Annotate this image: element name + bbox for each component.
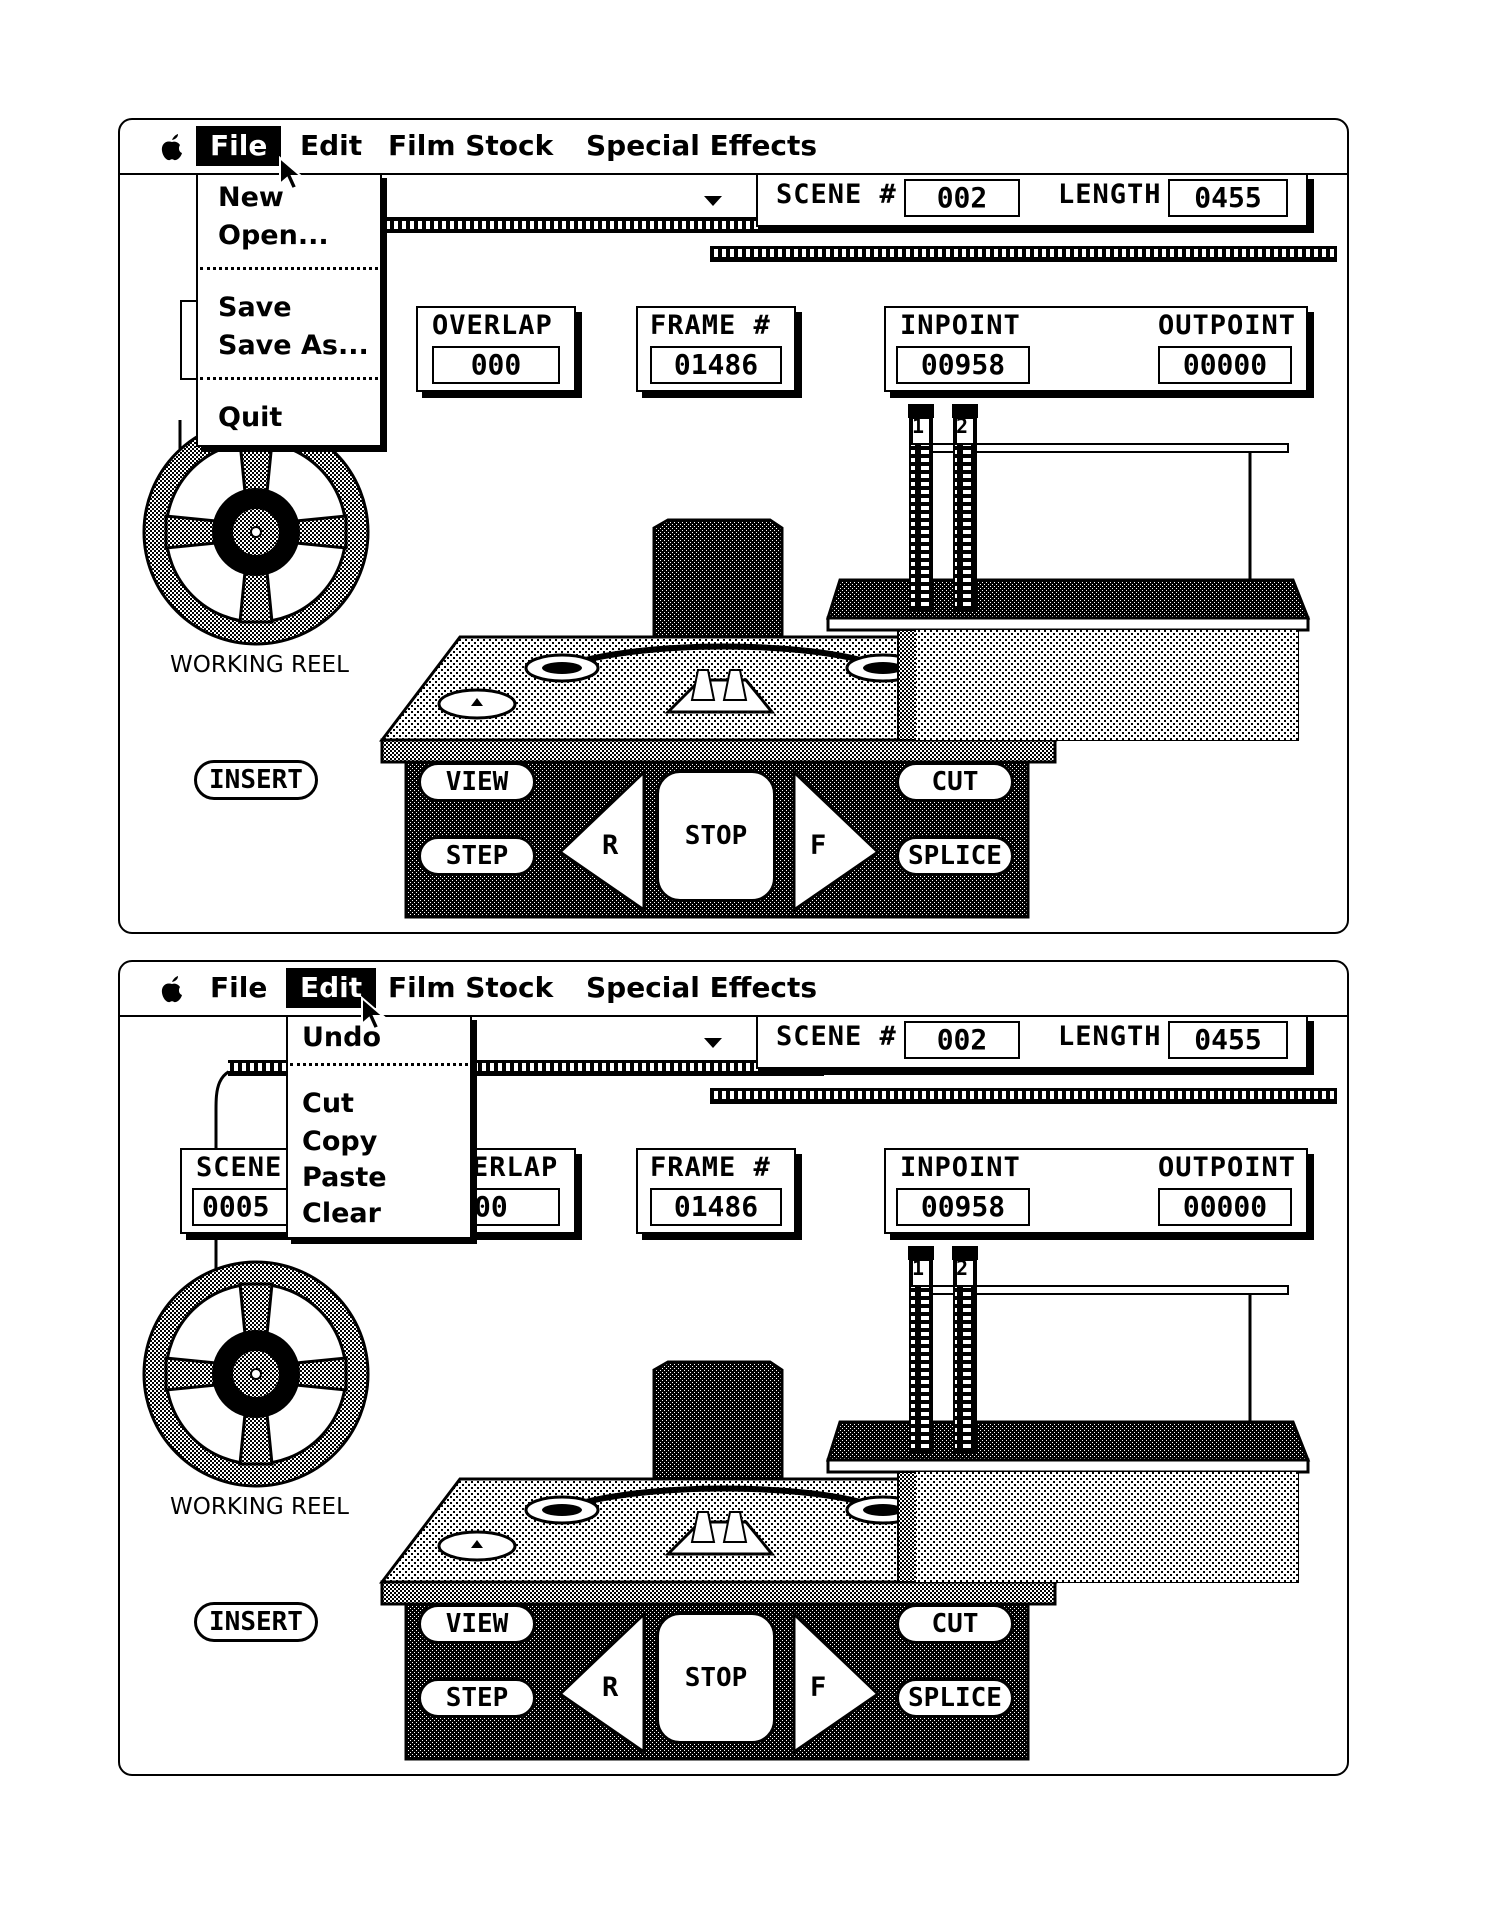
cut-button[interactable]: CUT — [896, 762, 1014, 802]
bin-clip-2-label: 2 — [956, 414, 970, 438]
menu-file[interactable]: File — [196, 126, 282, 166]
mouse-pointer-icon — [361, 996, 386, 1031]
splice-button[interactable]: SPLICE — [896, 836, 1014, 876]
menu-item-clear[interactable]: Clear — [302, 1198, 381, 1229]
film-chooser-dropdown-arrow[interactable] — [704, 196, 722, 206]
editor-window-file-menu: File Edit Film Stock Special Effects New… — [118, 118, 1349, 934]
inpoint-field[interactable]: 00958 — [896, 1188, 1030, 1226]
overlap-field[interactable]: 00 — [470, 1188, 560, 1226]
menu-item-save[interactable]: Save — [218, 292, 292, 323]
outpoint-label: OUTPOINT — [1158, 1152, 1297, 1183]
menu-separator — [290, 1063, 468, 1066]
outpoint-field[interactable]: 00000 — [1158, 1188, 1292, 1226]
step-button[interactable]: STEP — [418, 836, 536, 876]
menu-item-quit[interactable]: Quit — [218, 402, 283, 433]
length-label: LENGTH — [1058, 1021, 1162, 1052]
menu-item-copy[interactable]: Copy — [302, 1126, 378, 1157]
menu-item-undo[interactable]: Undo — [302, 1022, 382, 1053]
working-reel-graphic — [142, 1260, 370, 1488]
menu-film-stock[interactable]: Film Stock — [388, 971, 554, 1004]
scene-label: SCENE # — [776, 179, 897, 210]
view-button[interactable]: VIEW — [418, 1604, 536, 1644]
scene-left-panel: SCENE 0005 — [180, 1148, 314, 1234]
stop-button[interactable]: STOP — [656, 770, 776, 902]
inpoint-field[interactable]: 00958 — [896, 346, 1030, 384]
apple-menu-icon[interactable] — [160, 132, 184, 162]
outpoint-field[interactable]: 00000 — [1158, 346, 1292, 384]
menu-separator — [200, 377, 378, 380]
scene-length-panel: SCENE # 002 LENGTH 0455 — [756, 173, 1308, 227]
bin-clip-1-label: 1 — [912, 1256, 926, 1280]
in-out-point-panel: INPOINT 00958 OUTPOINT 00000 — [884, 1148, 1308, 1234]
menu-item-new[interactable]: New — [218, 182, 284, 213]
overlap-label: ERLAP — [472, 1152, 559, 1183]
length-field[interactable]: 0455 — [1168, 179, 1288, 217]
film-strip-right — [710, 246, 1337, 262]
scene-left-label: SCENE — [196, 1152, 283, 1183]
menu-special-effects[interactable]: Special Effects — [586, 129, 818, 162]
inpoint-label: INPOINT — [900, 1152, 1021, 1183]
view-button[interactable]: VIEW — [418, 762, 536, 802]
overlap-panel: ERLAP 00 — [470, 1148, 576, 1234]
scene-length-panel: SCENE # 002 LENGTH 0455 — [756, 1015, 1308, 1069]
apple-menu-icon[interactable] — [160, 974, 184, 1004]
overlap-label: OVERLAP — [432, 310, 553, 341]
film-strip-right — [710, 1088, 1337, 1104]
stop-button[interactable]: STOP — [656, 1612, 776, 1744]
frame-label: FRAME # — [650, 1152, 771, 1183]
menu-film-stock[interactable]: Film Stock — [388, 129, 554, 162]
inpoint-label: INPOINT — [900, 310, 1021, 341]
scene-label: SCENE # — [776, 1021, 897, 1052]
frame-panel: FRAME # 01486 — [636, 1148, 796, 1234]
outpoint-label: OUTPOINT — [1158, 310, 1297, 341]
film-chooser-dropdown-arrow[interactable] — [704, 1038, 722, 1048]
length-label: LENGTH — [1058, 179, 1162, 210]
menu-special-effects[interactable]: Special Effects — [586, 971, 818, 1004]
bin-clip-2-label: 2 — [956, 1256, 970, 1280]
frame-number-field[interactable]: 01486 — [650, 346, 782, 384]
menu-file[interactable]: File — [210, 971, 268, 1004]
film-strip-top — [308, 217, 818, 233]
in-out-point-panel: INPOINT 00958 OUTPOINT 00000 — [884, 306, 1308, 392]
frame-number-field[interactable]: 01486 — [650, 1188, 782, 1226]
insert-button[interactable]: INSERT — [194, 760, 318, 800]
file-dropdown-menu: New Open... Save Save As... Quit — [196, 173, 382, 447]
forward-button[interactable]: F — [810, 830, 828, 861]
edit-dropdown-menu: Undo Cut Copy Paste Clear — [286, 1015, 472, 1239]
working-reel-graphic — [142, 418, 370, 646]
overlap-panel: OVERLAP 000 — [416, 306, 576, 392]
editor-window-edit-menu: File Edit Film Stock Special Effects SCE… — [118, 960, 1349, 1776]
working-reel-label: WORKING REEL — [170, 1494, 349, 1520]
overlap-field[interactable]: 000 — [432, 346, 560, 384]
menu-separator — [200, 267, 378, 270]
rewind-button[interactable]: R — [602, 830, 620, 861]
length-field[interactable]: 0455 — [1168, 1021, 1288, 1059]
menu-bar: File Edit Film Stock Special Effects — [120, 120, 1347, 175]
scene-number-field[interactable]: 002 — [904, 1021, 1020, 1059]
splice-button[interactable]: SPLICE — [896, 1678, 1014, 1718]
menu-item-paste[interactable]: Paste — [302, 1162, 387, 1193]
cut-button[interactable]: CUT — [896, 1604, 1014, 1644]
menu-item-cut[interactable]: Cut — [302, 1088, 354, 1119]
menu-item-open[interactable]: Open... — [218, 220, 329, 251]
rewind-button[interactable]: R — [602, 1672, 620, 1703]
scene-number-field[interactable]: 002 — [904, 179, 1020, 217]
insert-button[interactable]: INSERT — [194, 1602, 318, 1642]
menu-edit[interactable]: Edit — [300, 129, 363, 162]
working-reel-label: WORKING REEL — [170, 652, 349, 678]
frame-label: FRAME # — [650, 310, 771, 341]
menu-item-save-as[interactable]: Save As... — [218, 330, 369, 361]
step-button[interactable]: STEP — [418, 1678, 536, 1718]
forward-button[interactable]: F — [810, 1672, 828, 1703]
mouse-pointer-icon — [279, 156, 304, 191]
frame-panel: FRAME # 01486 — [636, 306, 796, 392]
bin-clip-1-label: 1 — [912, 414, 926, 438]
